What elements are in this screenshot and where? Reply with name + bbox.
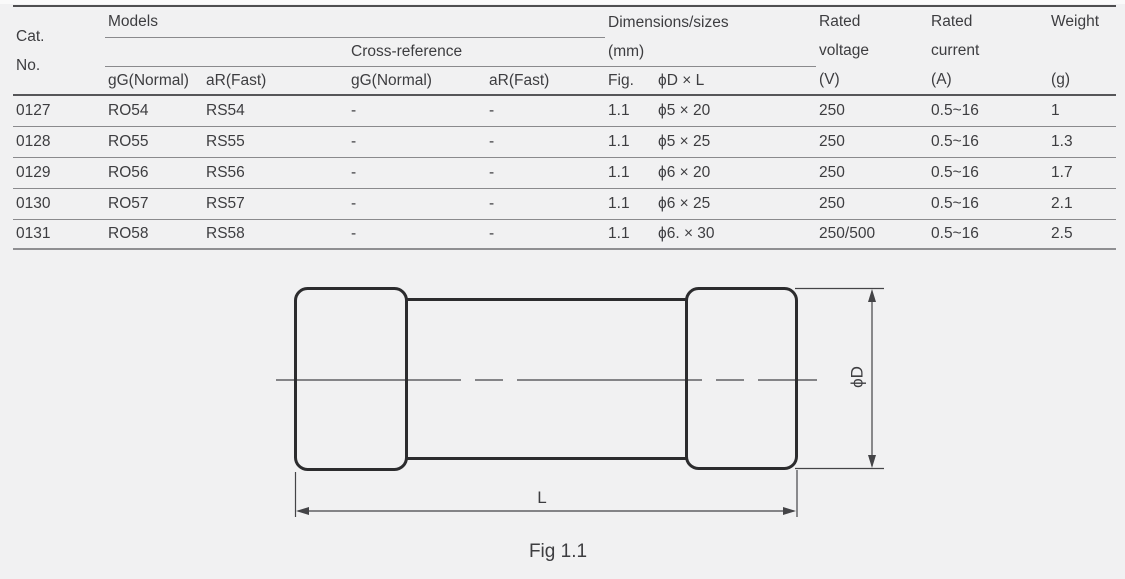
cell-cat: 0131 [13, 219, 105, 250]
cell-cr-ar: - [486, 126, 606, 158]
header-rated-current: Rated current (A) [928, 5, 1049, 96]
table-row: 0128 RO55 RS55 - - 1.1 ϕ5 × 25 250 0.5~1… [13, 126, 1117, 158]
cell-voltage: 250 [816, 95, 929, 127]
cell-dxl: ϕ5 × 25 [655, 126, 817, 158]
cell-fig: 1.1 [605, 188, 656, 220]
header-current-line3: (A) [931, 71, 952, 88]
cell-current: 0.5~16 [928, 157, 1049, 189]
cell-cr-ar: - [486, 95, 606, 127]
cell-dxl: ϕ6. × 30 [655, 219, 817, 250]
subheader-models-ar: aR(Fast) [203, 66, 348, 97]
cell-weight: 1.7 [1048, 157, 1117, 189]
subheader-dxl: ϕD × L [655, 66, 817, 97]
table-row: 0130 RO57 RS57 - - 1.1 ϕ6 × 25 250 0.5~1… [13, 188, 1117, 220]
cell-cat: 0130 [13, 188, 105, 220]
header-dimensions-group: Dimensions/sizes (mm) [605, 5, 817, 68]
page-top-margin [0, 0, 1125, 4]
table-row: 0131 RO58 RS58 - - 1.1 ϕ6. × 30 250/500 … [13, 219, 1117, 250]
cell-weight: 1 [1048, 95, 1117, 127]
cell-cat: 0129 [13, 157, 105, 189]
cell-dxl: ϕ6 × 25 [655, 188, 817, 220]
header-voltage-line1: Rated [819, 13, 861, 30]
cell-current: 0.5~16 [928, 95, 1049, 127]
subheader-fig: Fig. [605, 66, 656, 97]
cell-cr-gg: - [348, 188, 486, 220]
cell-voltage: 250/500 [816, 219, 929, 250]
cell-current: 0.5~16 [928, 188, 1049, 220]
cell-model-gg: RO54 [105, 95, 203, 127]
cell-model-ar: RS54 [203, 95, 348, 127]
diameter-arrow-up [868, 289, 876, 302]
subheader-cr-ar: aR(Fast) [486, 66, 606, 97]
header-cat-line1: Cat. [16, 27, 45, 45]
cell-current: 0.5~16 [928, 219, 1049, 250]
header-rated-voltage: Rated voltage (V) [816, 5, 929, 96]
diameter-label: ϕD [847, 366, 866, 388]
header-weight: Weight (g) [1048, 5, 1117, 96]
cell-cr-gg: - [348, 126, 486, 158]
cell-weight: 2.5 [1048, 219, 1117, 250]
header-models-spacer [105, 37, 348, 68]
cell-cr-gg: - [348, 95, 486, 127]
cell-fig: 1.1 [605, 157, 656, 189]
table-row: 0127 RO54 RS54 - - 1.1 ϕ5 × 20 250 0.5~1… [13, 95, 1117, 127]
header-weight-line3: (g) [1051, 71, 1070, 88]
cell-fig: 1.1 [605, 219, 656, 250]
fuse-left-cap [294, 287, 408, 471]
cell-dxl: ϕ6 × 20 [655, 157, 817, 189]
header-current-line2: current [931, 42, 980, 59]
cell-model-ar: RS56 [203, 157, 348, 189]
header-voltage-line2: voltage [819, 42, 870, 59]
header-cross-reference: Cross-reference [348, 37, 606, 68]
header-dimensions-line2: (mm) [608, 42, 645, 60]
cell-cat: 0127 [13, 95, 105, 127]
fuse-spec-table: Cat. No. Models Dimensions/sizes (mm) Ra… [13, 4, 1117, 250]
cell-cr-gg: - [348, 157, 486, 189]
cell-voltage: 250 [816, 188, 929, 220]
header-models-group: Models [105, 4, 606, 38]
header-current-line1: Rated [931, 13, 973, 30]
cell-cr-ar: - [486, 188, 606, 220]
cell-model-gg: RO57 [105, 188, 203, 220]
diameter-arrow-down [868, 455, 876, 468]
cell-weight: 2.1 [1048, 188, 1117, 220]
cell-voltage: 250 [816, 126, 929, 158]
header-cat-line2: No. [16, 56, 41, 74]
cell-model-ar: RS57 [203, 188, 348, 220]
cell-cr-gg: - [348, 219, 486, 250]
cell-model-gg: RO55 [105, 126, 203, 158]
table-row: 0129 RO56 RS56 - - 1.1 ϕ6 × 20 250 0.5~1… [13, 157, 1117, 189]
cell-cr-ar: - [486, 219, 606, 250]
cell-current: 0.5~16 [928, 126, 1049, 158]
cell-model-gg: RO56 [105, 157, 203, 189]
cell-cr-ar: - [486, 157, 606, 189]
cell-model-gg: RO58 [105, 219, 203, 250]
figure-caption: Fig 1.1 [529, 541, 587, 562]
cell-weight: 1.3 [1048, 126, 1117, 158]
header-weight-line1: Weight [1051, 13, 1100, 30]
subheader-cr-gg: gG(Normal) [348, 66, 486, 97]
header-dimensions-line1: Dimensions/sizes [608, 13, 729, 31]
cell-fig: 1.1 [605, 126, 656, 158]
length-arrow-right [783, 507, 796, 515]
length-arrow-left [296, 507, 309, 515]
subheader-models-gg: gG(Normal) [105, 66, 203, 97]
header-voltage-line3: (V) [819, 71, 840, 88]
cell-model-ar: RS55 [203, 126, 348, 158]
cell-fig: 1.1 [605, 95, 656, 127]
header-cat-no: Cat. No. [13, 5, 105, 96]
fuse-right-cap [685, 287, 798, 470]
cell-model-ar: RS58 [203, 219, 348, 250]
length-label: L [537, 488, 546, 507]
cell-dxl: ϕ5 × 20 [655, 95, 817, 127]
cell-cat: 0128 [13, 126, 105, 158]
cell-voltage: 250 [816, 157, 929, 189]
